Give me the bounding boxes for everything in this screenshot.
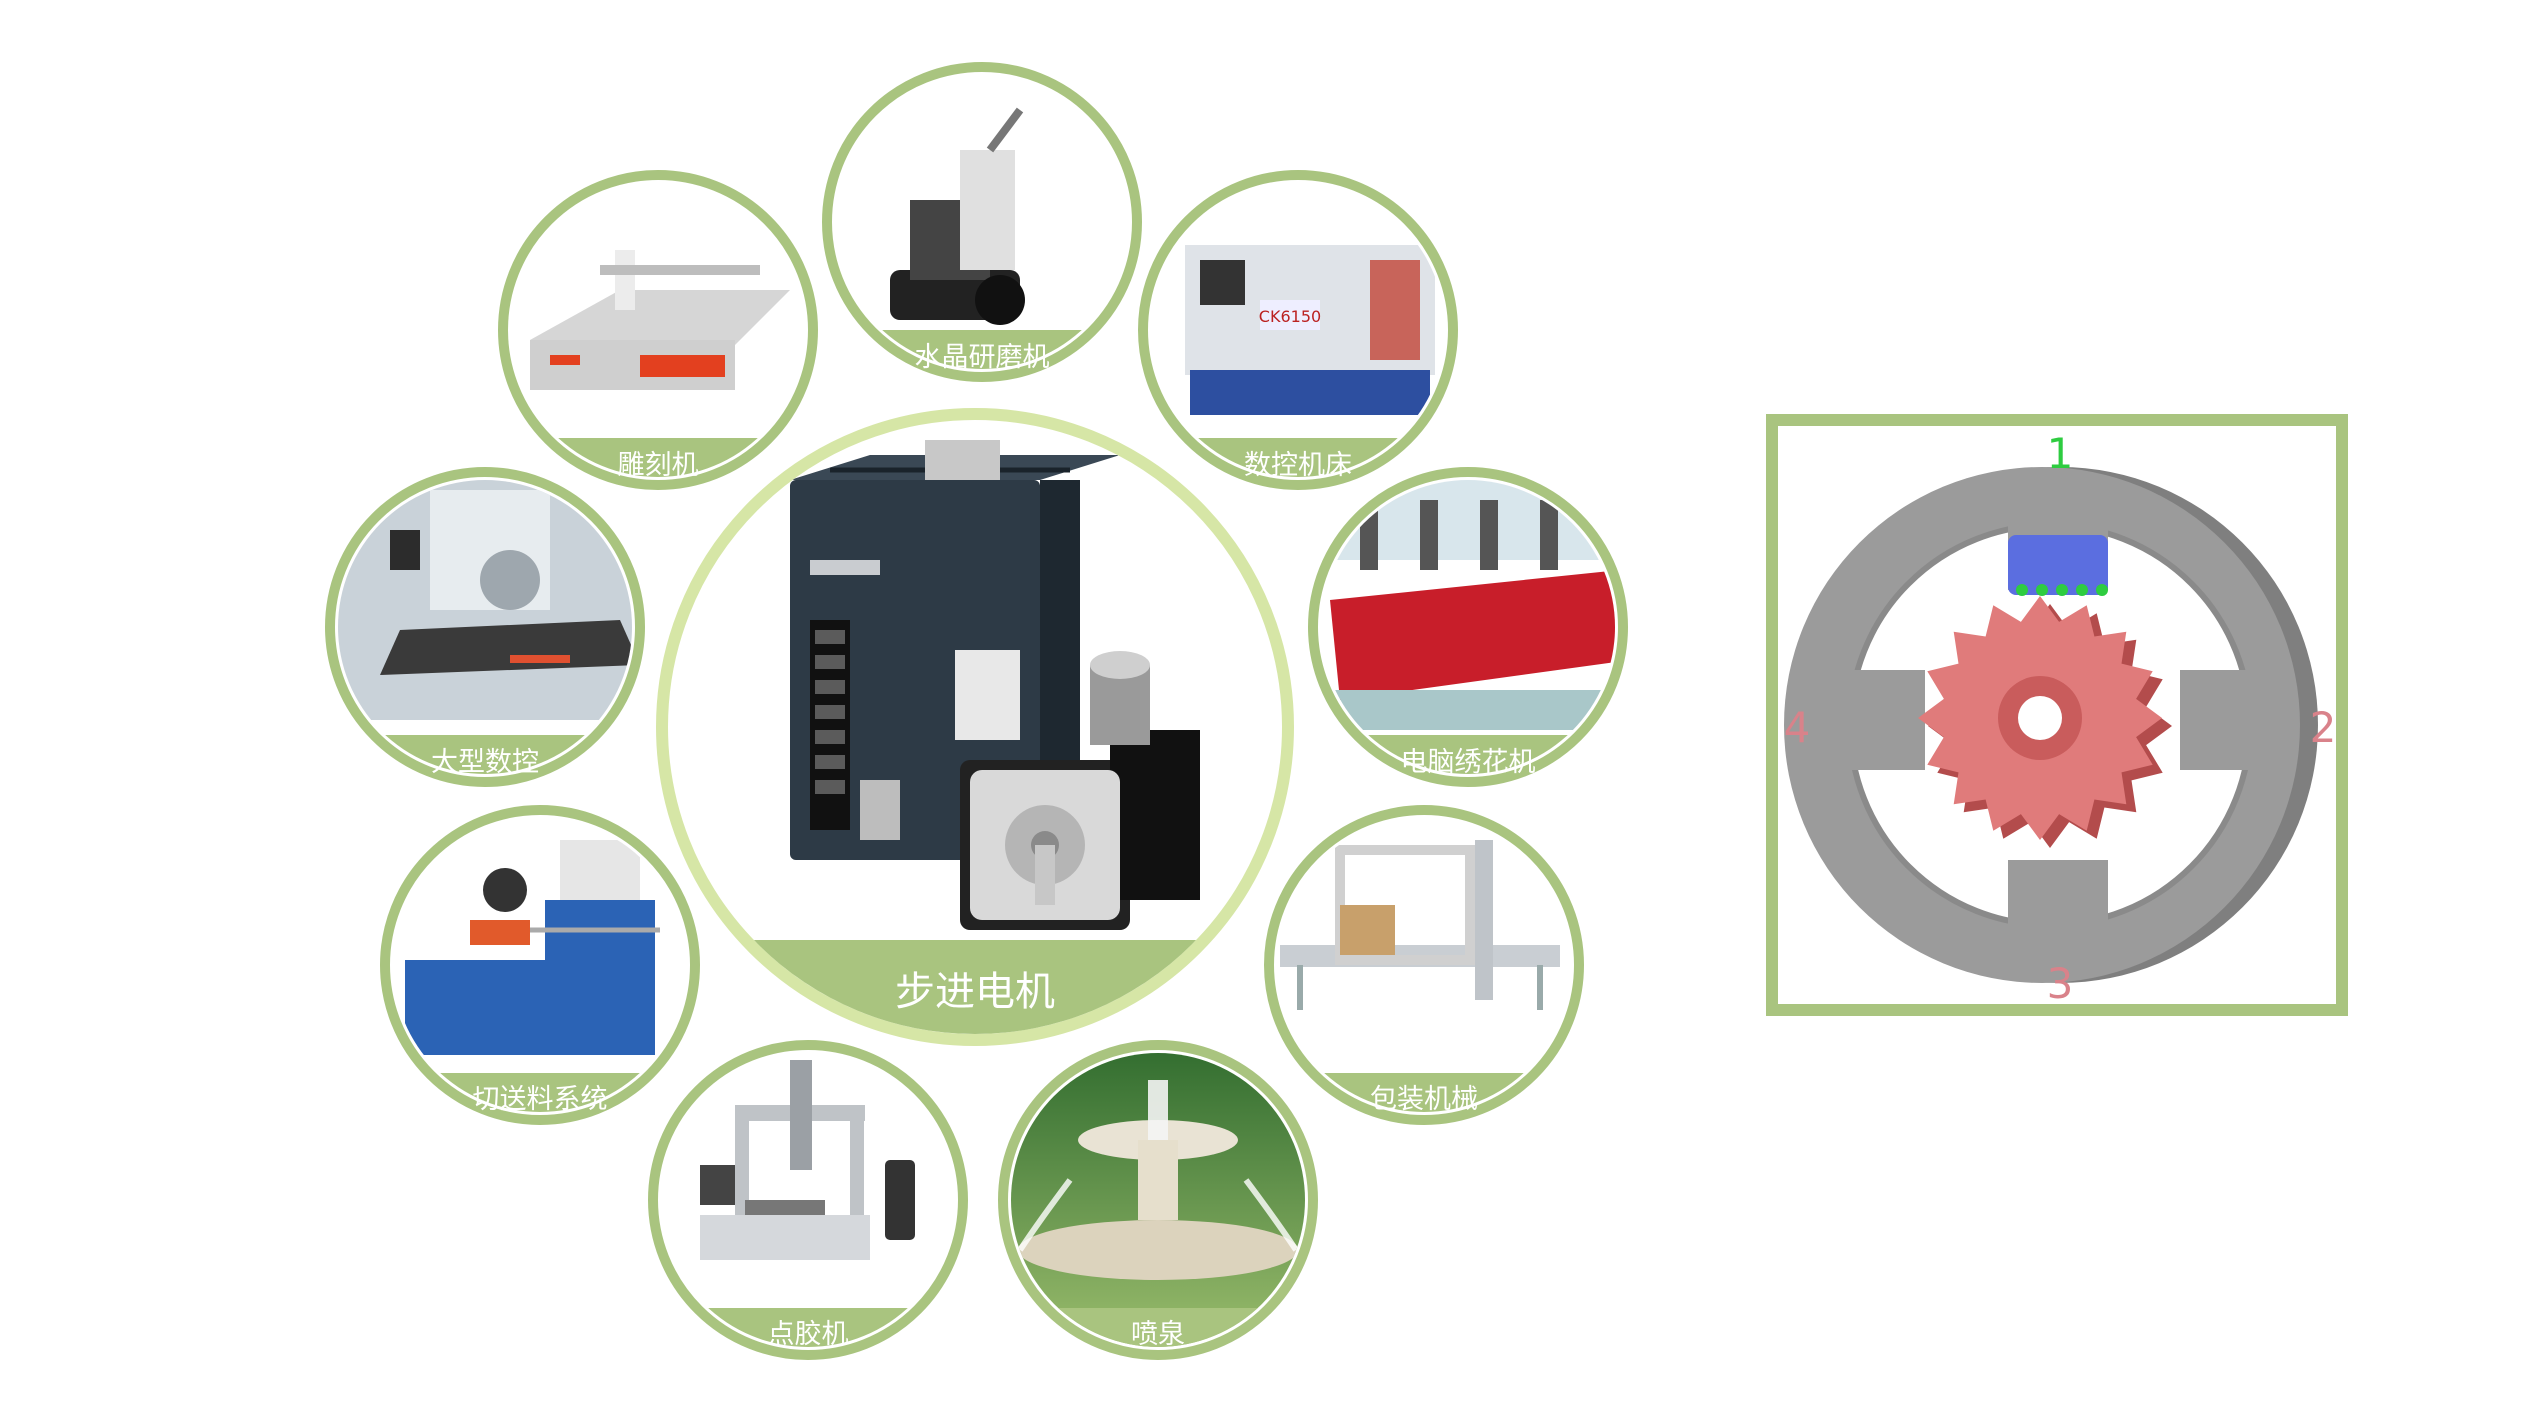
pole-label-4: 4 bbox=[1784, 703, 1811, 752]
motor-cross-section-diagram: 1 2 3 4 bbox=[1766, 414, 2348, 1016]
application-label: 数控机床 bbox=[1244, 450, 1352, 481]
floor-grinder-image bbox=[890, 107, 1025, 325]
application-node: CK6150 数控机床 bbox=[1138, 170, 1458, 490]
stator-pole-3 bbox=[2008, 860, 2108, 930]
center-label: 步进电机 bbox=[895, 969, 1055, 1015]
stator-pole-1-active bbox=[2008, 535, 2108, 595]
application-node: 包装机械 bbox=[1264, 805, 1584, 1125]
cnc-router-image bbox=[530, 250, 790, 390]
application-label: 喷泉 bbox=[1131, 1319, 1185, 1350]
application-label: 水晶研磨机 bbox=[915, 342, 1050, 373]
pole-label-1: 1 bbox=[2047, 429, 2074, 478]
application-circles: 水晶研磨机 CK6150 数控机床 bbox=[325, 62, 1628, 1360]
center-stepper-motor-node: 步进电机 bbox=[656, 408, 1294, 1046]
application-node: 大型数控 bbox=[325, 467, 645, 787]
pole-label-2: 2 bbox=[2310, 703, 2337, 752]
rotor bbox=[1918, 596, 2172, 848]
application-label: 切送料系统 bbox=[473, 1084, 608, 1115]
application-label: 包装机械 bbox=[1370, 1084, 1478, 1115]
svg-text:CK6150: CK6150 bbox=[1259, 307, 1321, 326]
stator-pole-2 bbox=[2180, 670, 2260, 770]
application-node: 点胶机 bbox=[648, 1040, 968, 1360]
application-label: 大型数控 bbox=[431, 747, 539, 778]
stator-pole-4 bbox=[1845, 670, 1925, 770]
packaging-machine-image bbox=[1280, 840, 1560, 1010]
application-label: 点胶机 bbox=[768, 1319, 849, 1350]
turret-punch-image bbox=[338, 480, 632, 720]
application-node: 电脑绣花机 bbox=[1308, 467, 1628, 787]
application-node: 雕刻机 bbox=[498, 170, 818, 490]
stepper-motor-image bbox=[960, 651, 1200, 930]
application-node: 水晶研磨机 bbox=[822, 62, 1142, 382]
glue-dispenser-image bbox=[700, 1060, 915, 1260]
application-node: 切送料系统 bbox=[380, 805, 700, 1125]
application-label: 雕刻机 bbox=[618, 450, 699, 481]
cnc-lathe-image: CK6150 bbox=[1185, 245, 1435, 415]
application-label: 电脑绣花机 bbox=[1401, 747, 1536, 778]
application-node: 喷泉 bbox=[998, 1040, 1318, 1360]
fountain-image bbox=[1011, 1053, 1305, 1347]
pole-label-3: 3 bbox=[2047, 959, 2074, 1008]
cutting-feeder-image bbox=[405, 840, 660, 1055]
